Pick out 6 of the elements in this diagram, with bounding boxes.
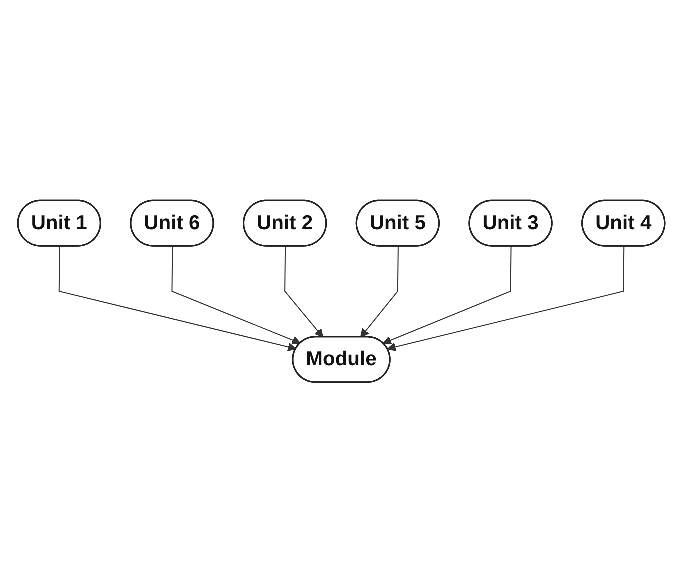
arrow <box>382 246 512 345</box>
arrow <box>58 246 297 352</box>
arrow <box>172 246 302 345</box>
arrow <box>284 246 324 338</box>
arrow <box>387 246 625 352</box>
arrow <box>360 246 399 338</box>
